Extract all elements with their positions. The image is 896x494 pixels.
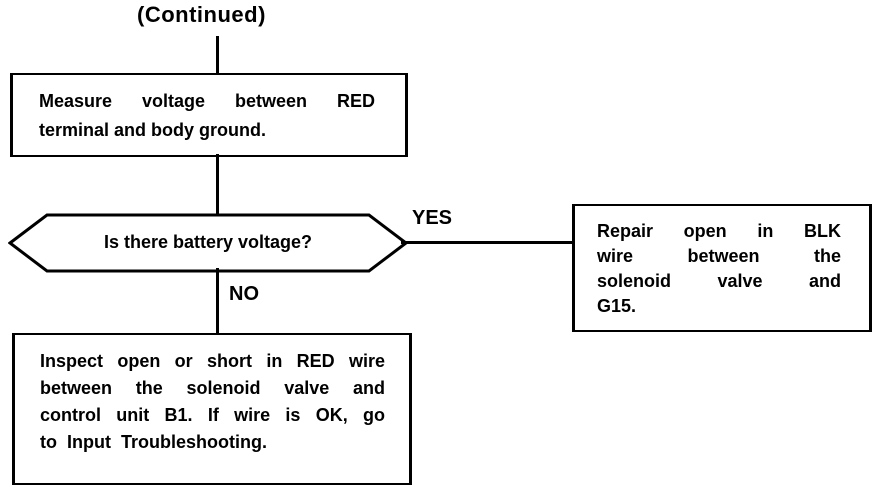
box-text-line: wire between the [597, 246, 841, 266]
process-box-measure-voltage: Measure voltage between RED terminal and… [10, 73, 408, 157]
yes-branch-label: YES [412, 207, 453, 229]
decision-hexagon-battery-voltage: Is there battery voltage? [8, 212, 408, 274]
decision-question-text: Is there battery voltage? [103, 231, 313, 252]
box-text-line: Inspect open or short in RED wire [40, 351, 385, 371]
no-branch-label: NO [229, 283, 259, 305]
action-box-repair-open-blk-wire: Repair open in BLK wire between the sole… [572, 204, 872, 332]
connector-measure-to-decision [216, 154, 219, 216]
box-text-line: solenoid valve and [597, 271, 841, 291]
box-text-line: terminal and body ground. [39, 120, 267, 140]
connector-yes-to-repair [401, 241, 574, 244]
box-text-line: Measure voltage between RED [39, 91, 375, 111]
box-text-line: between the solenoid valve and [40, 378, 385, 398]
box-text-line: G15. [597, 296, 637, 316]
action-box-inspect-red-wire: Inspect open or short in RED wire betwee… [12, 333, 412, 485]
box-text-line: control unit B1. If wire is OK, go [40, 405, 385, 425]
box-text-line: Repair open in BLK [597, 221, 841, 241]
connector-continued-to-measure [216, 36, 219, 74]
box-text-line: to Input Troubleshooting. [40, 432, 267, 452]
continued-label: (Continued) [137, 2, 266, 27]
connector-no-to-inspect [216, 268, 219, 334]
